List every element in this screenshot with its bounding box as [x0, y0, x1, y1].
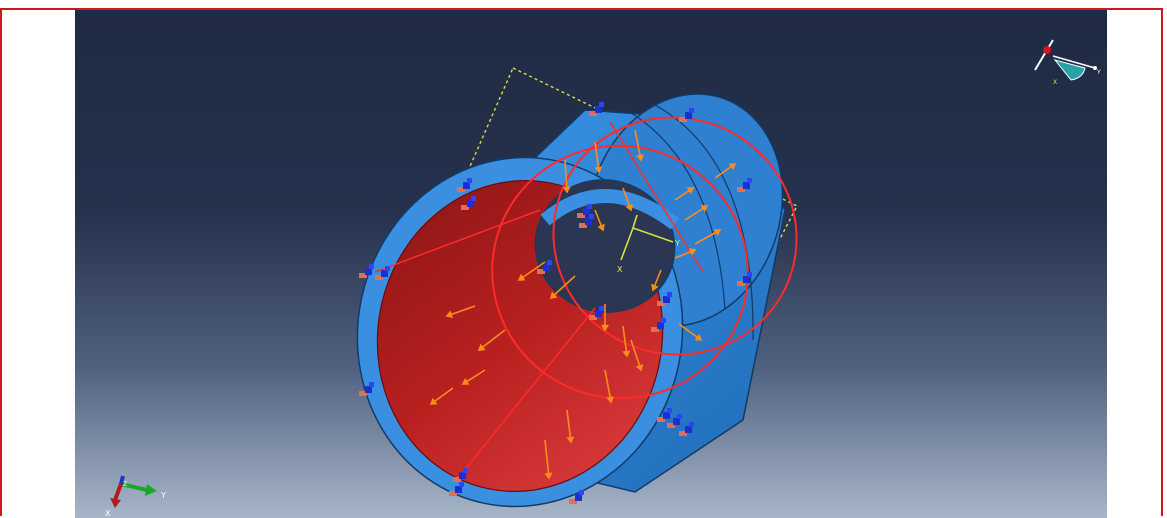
view-cube[interactable]: Y X: [1034, 39, 1101, 86]
boundary-condition-markers[interactable]: [359, 102, 752, 504]
through-hole: [534, 179, 676, 313]
csys-y-label: Y: [674, 239, 680, 248]
view-cube-x-label: X: [1053, 79, 1057, 86]
csys-x-label: X: [617, 265, 623, 274]
model-canvas[interactable]: X Y Y X Z Y X: [75, 10, 1107, 518]
global-triad: Y X Z: [105, 475, 166, 518]
load-arrows[interactable]: [429, 129, 737, 480]
triad-y-label: Y: [160, 491, 166, 500]
triad-z-label: Z: [123, 481, 127, 488]
model-viewport[interactable]: X Y Y X Z Y X: [75, 10, 1107, 518]
screenshot-frame: [0, 8, 1163, 516]
triad-x-label: X: [105, 509, 111, 518]
local-csys: X Y: [617, 214, 680, 274]
view-cube-y-label: Y: [1096, 69, 1101, 76]
partition-lines[interactable]: [374, 83, 830, 483]
